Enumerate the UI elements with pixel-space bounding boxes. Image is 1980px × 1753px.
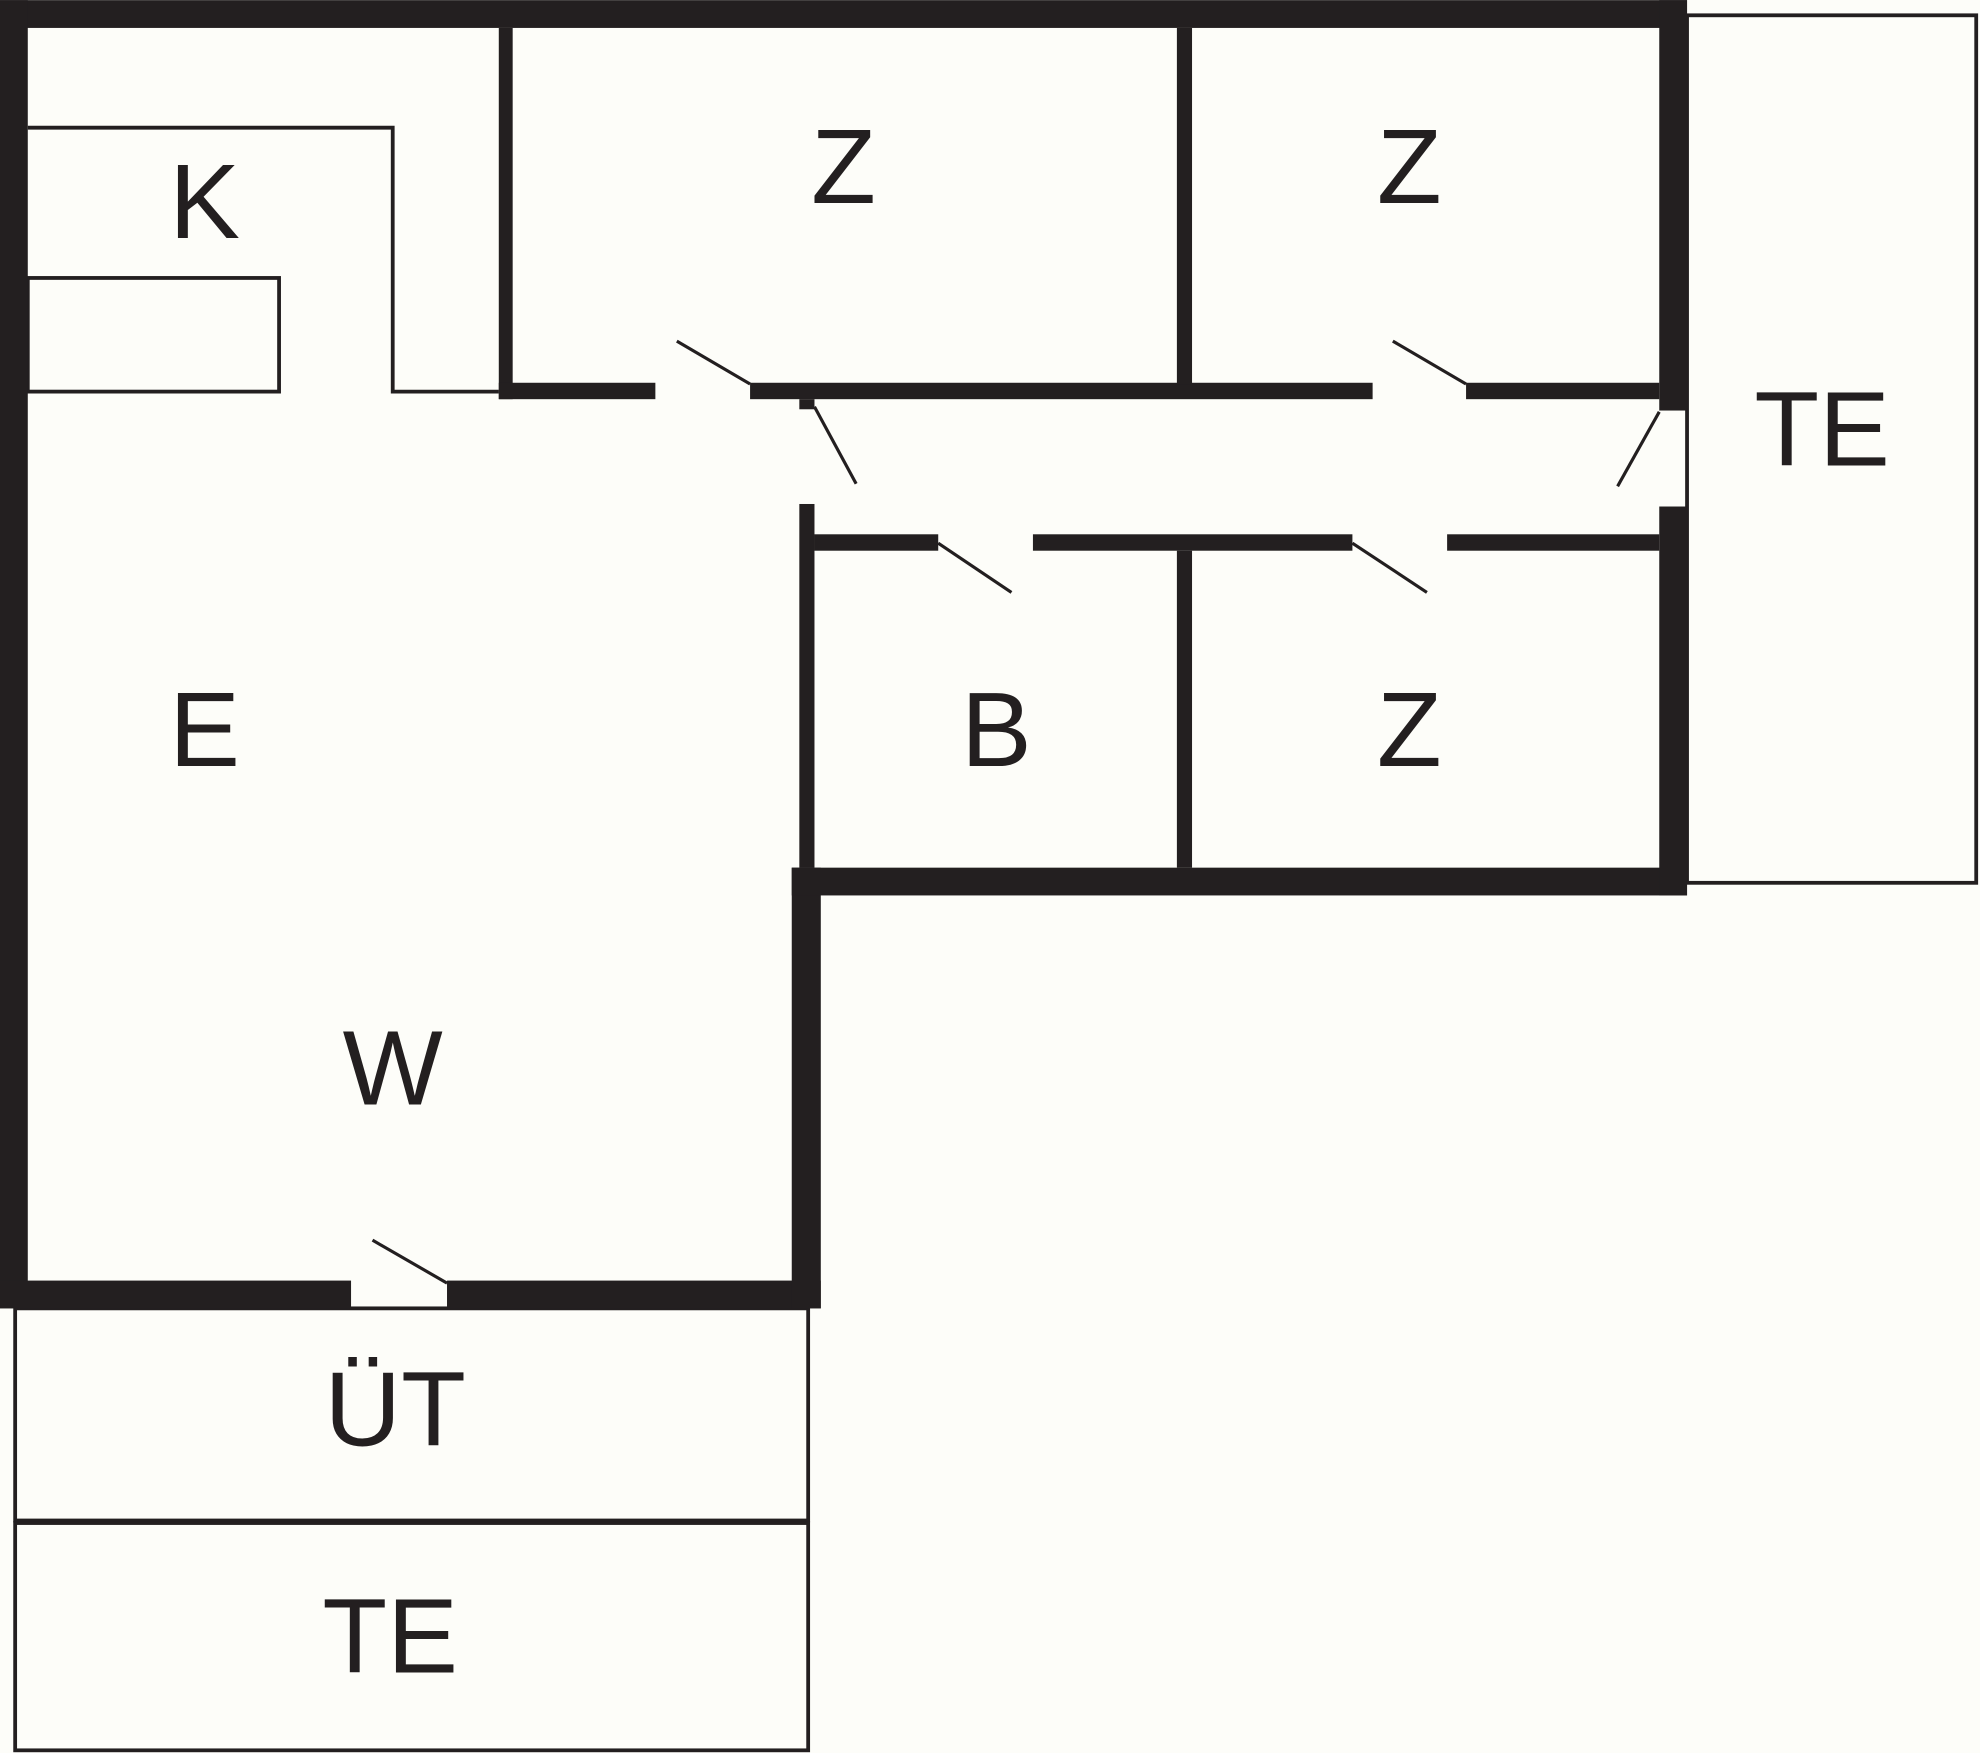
door-swing-terrace (1616, 411, 1661, 488)
wall-between-bedrooms (1176, 27, 1193, 385)
wall-living-right (791, 867, 821, 1309)
door-swing-bedroom-2 (1392, 339, 1467, 386)
wall-bottom-right (447, 1280, 821, 1309)
door-swing-corridor (813, 406, 858, 485)
room-label-living: W (343, 1009, 443, 1127)
wall-right-lower (1659, 506, 1688, 896)
wall-corridor-top-3 (1466, 382, 1660, 400)
wall-bathroom-left (799, 503, 815, 868)
walls (0, 0, 1688, 1309)
wall-corridor-bottom-1 (814, 534, 939, 551)
wall-bedrooms-bottom (791, 867, 1688, 896)
terrace-bottom-outline (13, 1521, 811, 1753)
wall-bedroom-left (498, 27, 513, 400)
room-label-bedroom: Z (811, 108, 876, 226)
wall-corridor-bottom-3 (1447, 534, 1660, 551)
wall-top (0, 0, 1688, 28)
terrace-right-outline (1685, 13, 1979, 885)
room-label-veranda: ÜT (325, 1350, 466, 1468)
wall-corridor-left-stub (799, 399, 815, 410)
wall-left (0, 0, 28, 1309)
wall-corridor-top-1 (498, 382, 656, 400)
doors (371, 339, 1661, 1285)
room-label-terrace: TE (1754, 370, 1890, 488)
door-swing-bedroom-1 (676, 339, 751, 386)
room-label-bedroom: Z (1377, 671, 1442, 789)
kitchen-counter-outline (27, 125, 499, 394)
wall-bottom-left (0, 1280, 352, 1309)
veranda-outline (13, 1306, 811, 1523)
room-label-kitchen: K (169, 143, 240, 261)
wall-bath-bedroom (1176, 550, 1193, 868)
door-swing-bedroom-3 (1351, 541, 1428, 594)
room-label-bathroom: B (961, 671, 1032, 789)
door-swing-entrance (371, 1238, 448, 1285)
room-label-bedroom: Z (1377, 108, 1442, 226)
room-label-terrace: TE (322, 1578, 458, 1696)
wall-corridor-bottom-2 (1032, 534, 1353, 551)
wall-right-upper (1659, 0, 1688, 411)
door-swing-bathroom (937, 541, 1013, 594)
room-label-dining: E (169, 671, 240, 789)
wall-corridor-top-2 (750, 382, 1373, 400)
